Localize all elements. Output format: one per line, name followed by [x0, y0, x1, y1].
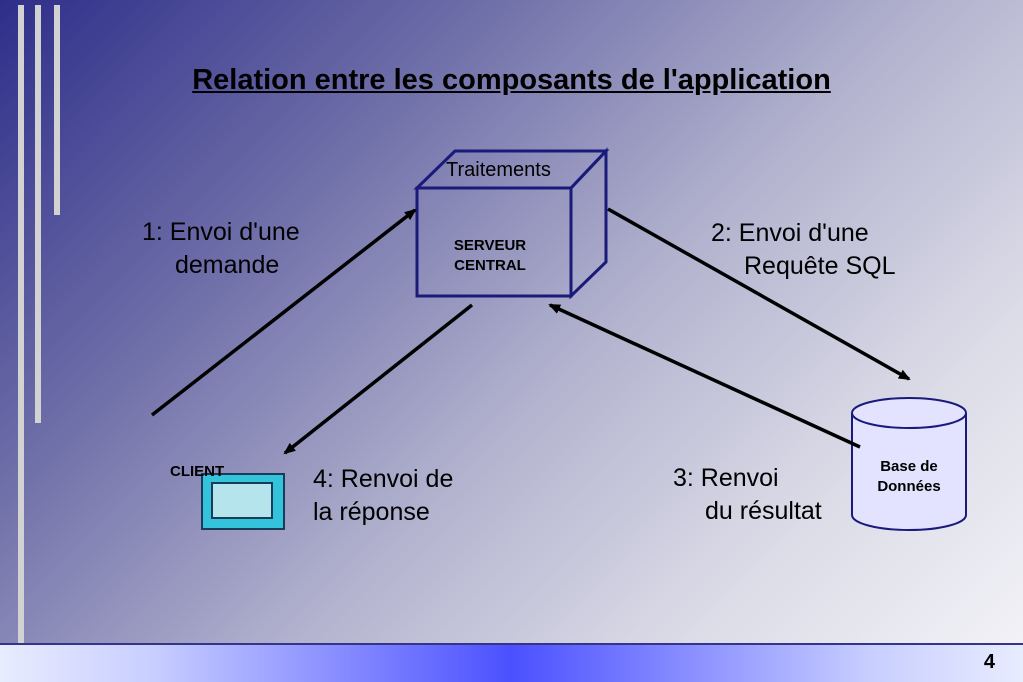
database-body	[851, 413, 967, 531]
arrow-step-4	[283, 303, 474, 455]
step-4-line1: 4: Renvoi de	[313, 465, 454, 493]
database-top	[851, 397, 967, 429]
step-1-line1: 1: Envoi d'une	[142, 218, 300, 246]
decor-bar-2	[35, 5, 41, 423]
step-3-line2: du résultat	[705, 497, 822, 525]
arrow-step-2	[607, 207, 911, 381]
arrow-step-1	[150, 208, 417, 417]
step-1-line2: demande	[175, 251, 280, 279]
page-number: 4	[983, 651, 995, 673]
server-cube-front	[415, 186, 573, 298]
server-top-label: Traitements	[446, 159, 551, 181]
server-name-line1: SERVEUR	[453, 237, 527, 254]
footer-bar: 4	[0, 643, 1023, 682]
server-name-line2: CENTRAL	[454, 257, 526, 274]
database-cylinder	[851, 397, 967, 531]
database-label-line1: Base de	[880, 458, 938, 475]
database-label-line2: Données	[877, 478, 941, 495]
step-4-line2: la réponse	[313, 498, 430, 526]
server-cube-side	[569, 147, 608, 300]
slide-title: Relation entre les composants de l'appli…	[192, 64, 831, 96]
decor-bar-3	[54, 5, 60, 215]
client-monitor-icon	[201, 473, 285, 530]
step-3-line1: 3: Renvoi	[673, 464, 779, 492]
step-2-line2: Requête SQL	[744, 252, 896, 280]
step-2-line1: 2: Envoi d'une	[711, 219, 869, 247]
decor-bar-1	[18, 5, 24, 650]
client-label: CLIENT	[170, 463, 225, 480]
arrow-step-3	[548, 303, 861, 449]
server-cube	[413, 147, 610, 300]
